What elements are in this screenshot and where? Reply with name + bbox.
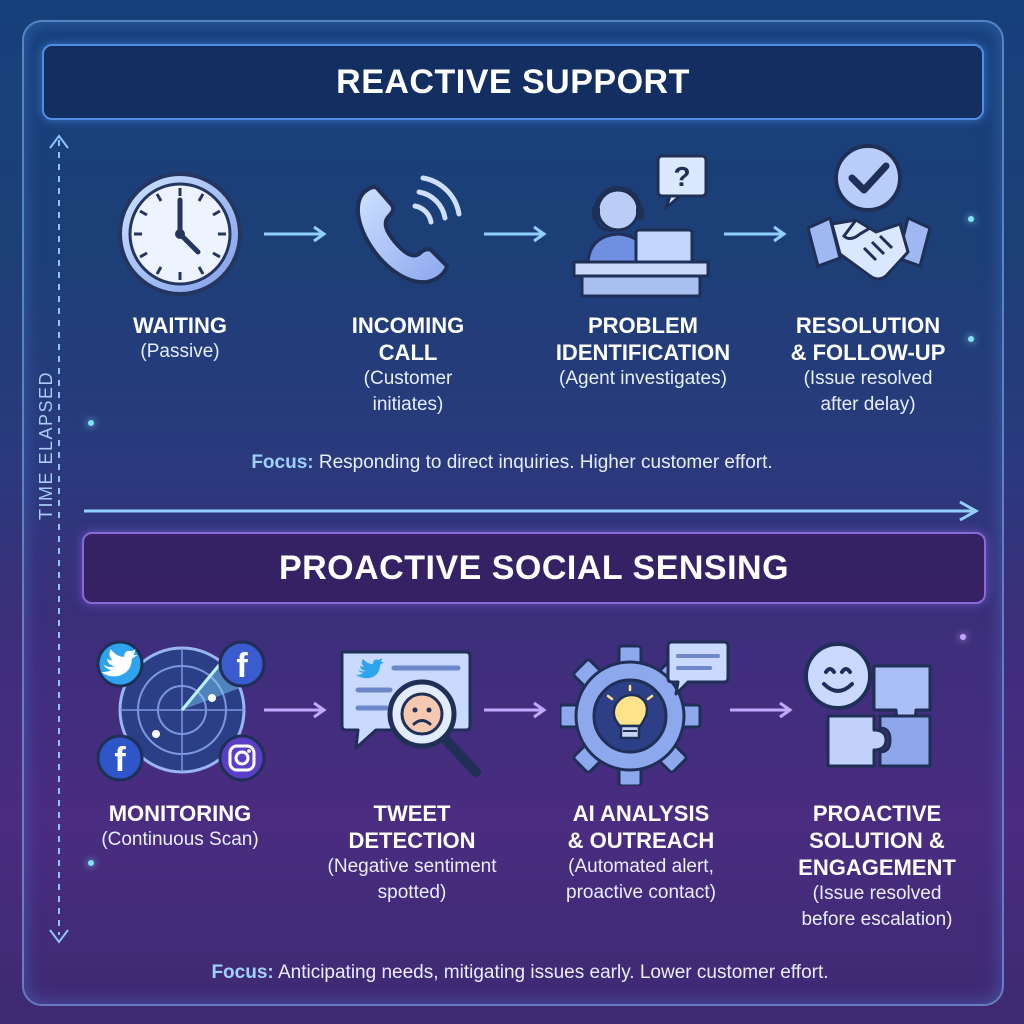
reactive-focus: Focus: Responding to direct inquiries. H… (0, 452, 1024, 474)
step-tweet-detection: TWEET DETECTION (Negative sentiment spot… (302, 800, 522, 906)
step-title: WAITING (132, 313, 228, 338)
time-axis-arrow (49, 134, 69, 944)
step-title: INCOMING CALL (351, 313, 465, 365)
glow-dot (88, 420, 94, 426)
step-subtitle: (Issue resolved after delay) (803, 368, 933, 415)
step-arrow (264, 701, 327, 719)
step-ai-analysis: AI ANALYSIS & OUTREACH (Automated alert,… (536, 800, 746, 906)
step-title: PROBLEM IDENTIFICATION (555, 313, 731, 365)
step-subtitle: (Negative sentiment spotted) (327, 856, 497, 903)
reactive-section-title: REACTIVE SUPPORT (42, 44, 984, 120)
agent-icon: ? (572, 154, 710, 298)
focus-label: Focus: (251, 452, 314, 473)
focus-text: Responding to direct inquiries. Higher c… (313, 452, 773, 473)
proactive-focus: Focus: Anticipating needs, mitigating is… (0, 962, 1024, 984)
divider-arrow (84, 500, 980, 522)
step-subtitle: (Automated alert, proactive contact) (566, 856, 716, 903)
proactive-section-title: PROACTIVE SOCIAL SENSING (82, 532, 986, 604)
step-subtitle: (Agent investigates) (559, 368, 727, 389)
glow-dot (88, 860, 94, 866)
step-waiting: WAITING (Passive) (90, 312, 270, 365)
svg-text:f: f (236, 647, 248, 685)
step-proactive-solution: PROACTIVE SOLUTION & ENGAGEMENT (Issue r… (772, 800, 982, 933)
step-title: PROACTIVE SOLUTION & ENGAGEMENT (798, 801, 956, 880)
step-title: TWEET DETECTION (348, 801, 476, 853)
svg-text:?: ? (673, 161, 690, 192)
step-subtitle: (Continuous Scan) (101, 829, 259, 850)
phone-icon (356, 175, 462, 285)
gear-bulb-icon (560, 640, 730, 786)
step-title: MONITORING (108, 801, 252, 826)
time-elapsed-label: TIME ELAPSED (36, 370, 56, 520)
radar-icon: f f (96, 640, 266, 782)
focus-text: Anticipating needs, mitigating issues ea… (273, 962, 829, 983)
step-arrow (484, 701, 547, 719)
step-incoming-call: INCOMING CALL (Customer initiates) (318, 312, 498, 418)
step-subtitle: (Customer initiates) (363, 368, 453, 415)
clock-icon (118, 172, 242, 296)
step-resolution: RESOLUTION & FOLLOW-UP (Issue resolved a… (768, 312, 968, 418)
glow-dot (960, 634, 966, 640)
glow-dot (968, 336, 974, 342)
step-title: AI ANALYSIS & OUTREACH (567, 801, 715, 853)
step-arrow (724, 225, 787, 243)
handshake-icon (806, 144, 932, 281)
step-arrow (484, 225, 547, 243)
step-title: RESOLUTION & FOLLOW-UP (790, 313, 946, 365)
step-subtitle: (Passive) (140, 341, 220, 362)
step-arrow (730, 701, 793, 719)
step-arrow (264, 225, 327, 243)
focus-label: Focus: (211, 962, 274, 983)
svg-text:f: f (114, 741, 126, 779)
tweet-search-icon (340, 650, 481, 777)
step-problem-identification: PROBLEM IDENTIFICATION (Agent investigat… (528, 312, 758, 392)
step-monitoring: MONITORING (Continuous Scan) (80, 800, 280, 853)
step-subtitle: (Issue resolved before escalation) (801, 883, 953, 930)
smile-puzzle-icon (804, 642, 932, 768)
glow-dot (968, 216, 974, 222)
outer-frame (22, 20, 1004, 1006)
